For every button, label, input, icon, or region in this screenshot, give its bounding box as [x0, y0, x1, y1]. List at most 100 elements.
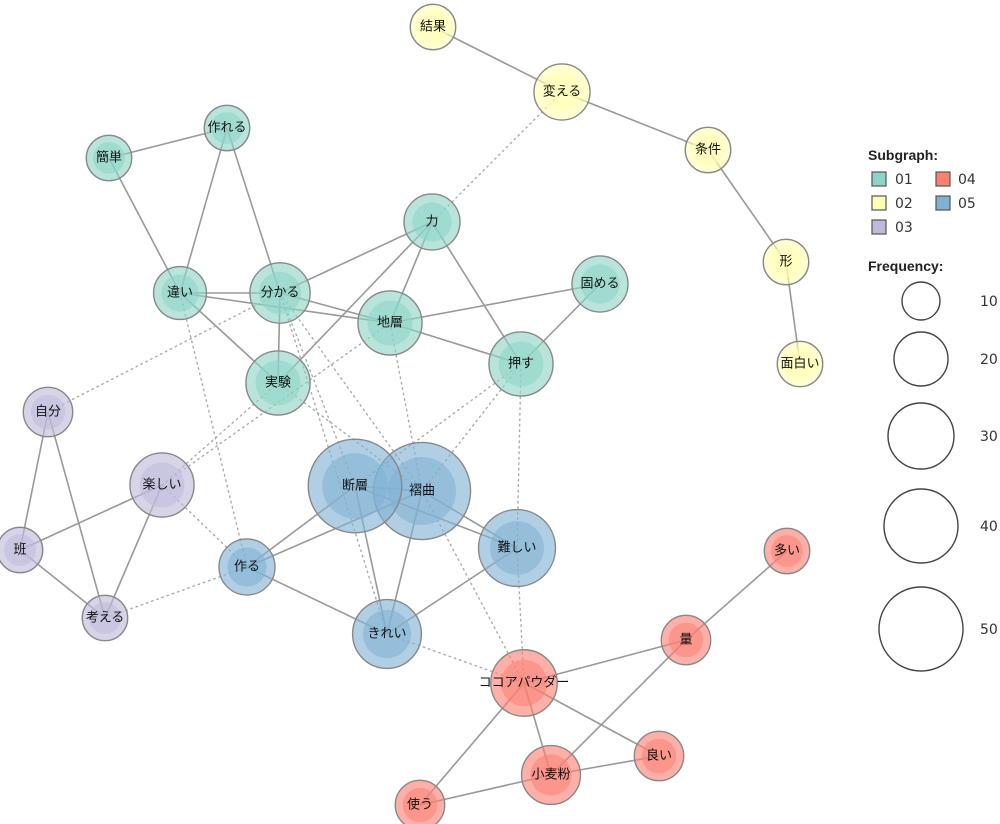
legend-frequency-title: Frequency:: [868, 258, 943, 274]
legend-subgraph-label: 03: [895, 220, 913, 236]
edges-layer: [19, 26, 801, 806]
node-core: [490, 521, 544, 575]
legend-frequency-20: 20: [893, 331, 998, 387]
legend-frequency-40: 40: [883, 488, 998, 564]
node-core: [412, 202, 452, 242]
node-core: [139, 462, 185, 508]
legend-frequency-circle: [887, 402, 955, 470]
node-label: 作れる: [207, 121, 246, 136]
node-label: 変える: [543, 84, 582, 100]
node-jouken[interactable]: 条件: [684, 126, 732, 174]
node-label: 違い: [167, 286, 193, 301]
node-label: 班: [13, 543, 26, 558]
node-core: [668, 622, 704, 658]
legend-swatch: [871, 195, 887, 211]
edge-ryou-komugiko: [550, 639, 687, 776]
legend-subgraph-title: Subgraph:: [868, 147, 938, 163]
node-tsukau[interactable]: 使う: [394, 779, 446, 824]
node-katameru[interactable]: 固める: [571, 255, 629, 313]
node-core: [402, 787, 438, 823]
node-wakaru[interactable]: 分かる: [249, 262, 311, 324]
node-chisou[interactable]: 地層: [357, 290, 423, 356]
node-core: [30, 394, 66, 430]
node-label: 量: [679, 633, 692, 648]
edge-chikara-jikken: [277, 221, 433, 384]
node-label: 断層: [342, 479, 368, 494]
node-komugiko[interactable]: 小麦粉: [520, 744, 582, 806]
node-label: 自分: [35, 405, 61, 420]
edge-jibun-kangaeru: [47, 411, 106, 619]
node-label: 簡単: [96, 150, 122, 166]
node-label: 結果: [420, 20, 446, 35]
edge-tsukureru-chigai: [179, 127, 228, 294]
node-label: 使う: [407, 797, 433, 813]
legend-frequency-label: 30: [980, 429, 998, 445]
node-label: 分かる: [260, 286, 299, 301]
node-tsukuru[interactable]: 作る: [218, 538, 276, 596]
node-core: [580, 264, 620, 304]
node-label: 固める: [580, 277, 619, 292]
node-core: [771, 535, 803, 567]
legend-frequency-label: 20: [980, 352, 998, 368]
legend-frequency-30: 30: [887, 402, 998, 470]
node-chikara[interactable]: 力: [403, 193, 461, 251]
node-core: [258, 271, 302, 315]
node-yoi[interactable]: 良い: [633, 730, 685, 782]
legend-subgraph-03: 03: [871, 219, 913, 236]
node-osu[interactable]: 押す: [488, 331, 554, 397]
node-omoshiroi[interactable]: 面白い: [776, 340, 824, 388]
node-tanoshii[interactable]: 楽しい: [129, 452, 195, 518]
legend-subgraph-label: 05: [958, 196, 976, 212]
legend-frequency-10: 10: [901, 281, 998, 321]
legend-swatch: [935, 171, 951, 187]
node-kirei[interactable]: きれい: [351, 598, 423, 670]
node-kaeru[interactable]: 変える: [533, 63, 591, 121]
legend-subgraph-label: 04: [958, 172, 976, 188]
edge-tanoshii-jikken: [161, 382, 279, 486]
node-core: [322, 453, 388, 519]
node-dansou[interactable]: 断層: [307, 438, 403, 534]
legend-frequency-label: 40: [980, 519, 998, 535]
nodes-layer: 褶曲断層難しいきれいココアパウダー地層押す実験楽しい分かる小麦粉変える力固める作…: [0, 3, 824, 824]
legend-subgraph-01: 01: [871, 171, 913, 188]
node-core: [770, 246, 802, 278]
node-core: [227, 547, 267, 587]
node-jibun[interactable]: 自分: [22, 386, 74, 438]
node-core: [161, 274, 199, 312]
edge-chigai-tsukuru: [179, 292, 248, 568]
edge-shukyoku-cocoa: [421, 490, 525, 684]
node-label: 地層: [377, 316, 403, 331]
node-core: [211, 112, 243, 144]
node-label: 小麦粉: [531, 768, 570, 783]
node-core: [641, 738, 677, 774]
node-han[interactable]: 班: [0, 526, 44, 574]
node-core: [367, 300, 413, 346]
node-kangaeru[interactable]: 考える: [81, 594, 129, 642]
node-ooi[interactable]: 多い: [763, 527, 811, 575]
node-core: [362, 609, 412, 659]
node-tsukureru[interactable]: 作れる: [203, 104, 251, 152]
node-muzukashii[interactable]: 難しい: [477, 508, 557, 588]
node-label: 面白い: [780, 356, 819, 372]
node-label: 形: [779, 255, 792, 270]
node-katachi[interactable]: 形: [762, 238, 810, 286]
edge-jibun-wakaru: [47, 292, 281, 413]
node-core: [255, 360, 301, 406]
legend-frequency-50: 50: [878, 586, 998, 672]
node-label: 多い: [774, 543, 800, 559]
legend-swatch: [871, 171, 887, 187]
node-label: 楽しい: [142, 477, 181, 493]
node-jikken[interactable]: 実験: [245, 350, 311, 416]
node-kekka[interactable]: 結果: [409, 3, 457, 51]
node-label: 褶曲: [409, 484, 435, 499]
node-core: [500, 659, 548, 707]
node-label: 押す: [508, 357, 534, 372]
node-cocoa[interactable]: ココアパウダー: [479, 649, 570, 717]
node-chigai[interactable]: 違い: [152, 265, 208, 321]
edge-chisou-katameru: [389, 283, 601, 324]
node-ryou[interactable]: 量: [660, 614, 712, 666]
node-core: [692, 134, 724, 166]
node-kantan[interactable]: 簡単: [85, 134, 133, 182]
node-core: [4, 534, 36, 566]
